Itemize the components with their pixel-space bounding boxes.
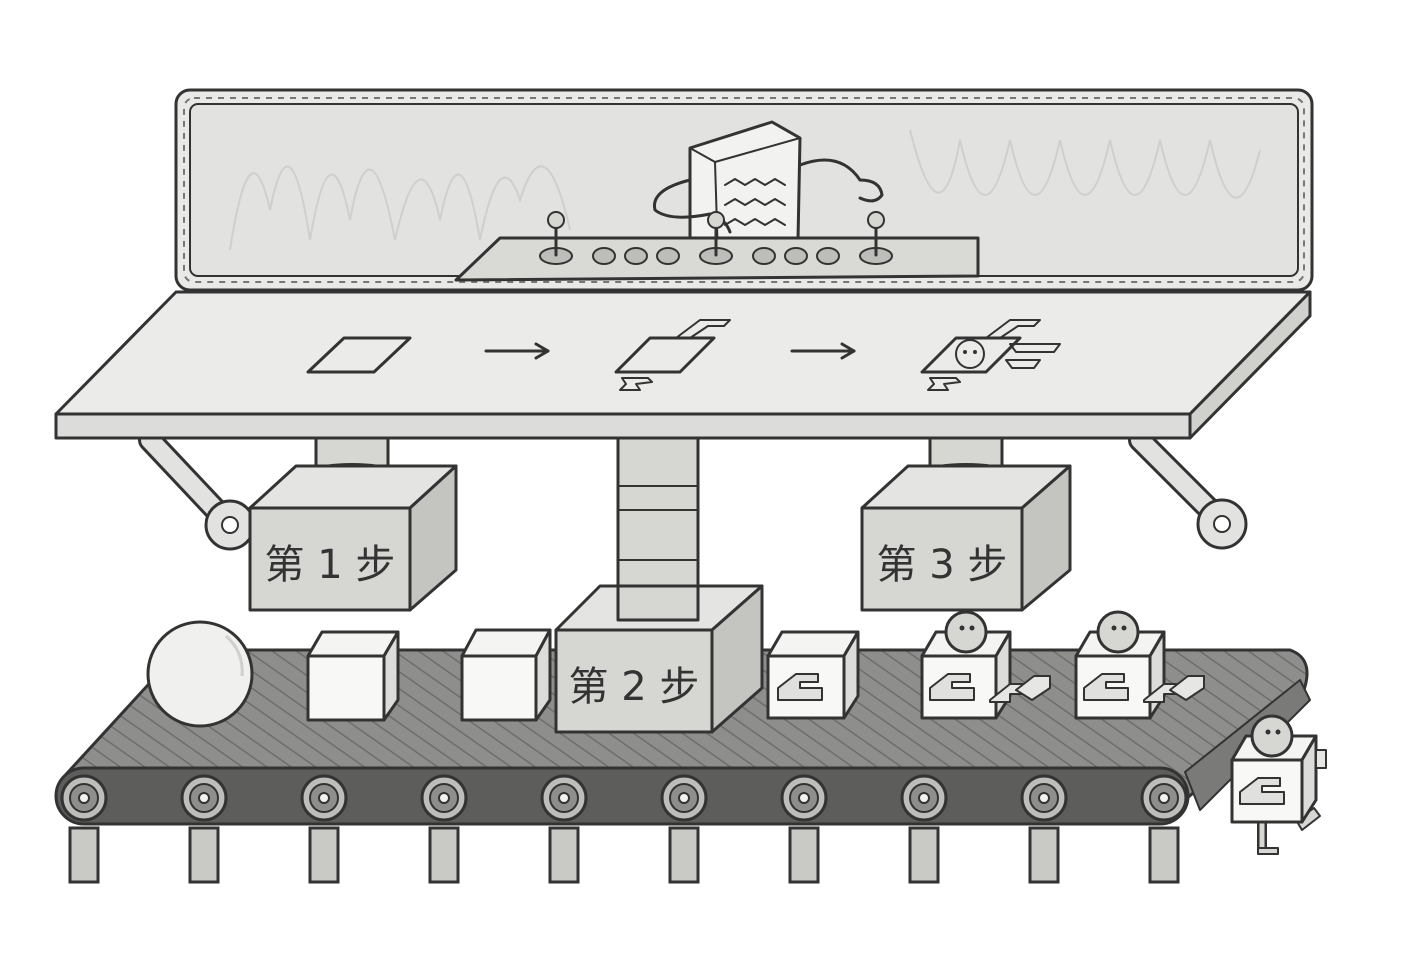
console-buttons — [592, 247, 840, 265]
robot-icon — [1230, 714, 1327, 855]
conveyor-leg — [188, 826, 220, 884]
step-2-label: 第 2 步 — [569, 664, 700, 710]
conveyor-leg — [68, 826, 100, 884]
conveyor-leg — [308, 826, 340, 884]
press-step-1: 第 1 步 — [248, 436, 458, 612]
conveyor-roller — [438, 792, 450, 804]
conveyor-roller — [918, 792, 930, 804]
step-3-label: 第 3 步 — [877, 542, 1008, 588]
conveyor-leg — [1028, 826, 1060, 884]
conveyor-leg — [668, 826, 700, 884]
lever-left-icon — [539, 211, 573, 265]
square-icon — [306, 336, 412, 374]
conveyor-roller — [78, 792, 90, 804]
robot-item-1 — [920, 610, 1051, 720]
lever-middle-icon — [699, 211, 733, 265]
conveyor-leg — [428, 826, 460, 884]
conveyor-leg — [1148, 826, 1180, 884]
conveyor-roller — [198, 792, 210, 804]
press-step-2: 第 2 步 — [554, 436, 764, 734]
process-diagram — [306, 319, 1061, 391]
conveyor-roller — [558, 792, 570, 804]
arrow-right-icon — [484, 342, 550, 360]
conveyor-leg — [548, 826, 580, 884]
conveyor-roller — [678, 792, 690, 804]
work-table — [54, 290, 1312, 551]
lever-right-icon — [859, 211, 893, 265]
conveyor-rollers — [60, 774, 1188, 822]
conveyor-roller — [1038, 792, 1050, 804]
robot-item-2 — [1074, 610, 1205, 720]
conveyor-leg — [908, 826, 940, 884]
step-1-label: 第 1 步 — [265, 542, 396, 588]
ball-icon — [146, 620, 254, 728]
control-console — [454, 211, 980, 282]
cube-2 — [460, 628, 552, 722]
arrow-right-icon-2 — [790, 342, 856, 360]
conveyor-legs — [68, 826, 1180, 884]
conveyor-roller — [318, 792, 330, 804]
partial-robot-item — [766, 630, 860, 720]
press-step-3: 第 3 步 — [860, 436, 1072, 612]
conveyor-roller — [798, 792, 810, 804]
conveyor-roller — [1158, 792, 1170, 804]
partial-robot-icon — [614, 319, 731, 391]
conveyor-leg — [788, 826, 820, 884]
cube-1 — [306, 630, 400, 722]
full-robot-icon — [920, 319, 1061, 391]
